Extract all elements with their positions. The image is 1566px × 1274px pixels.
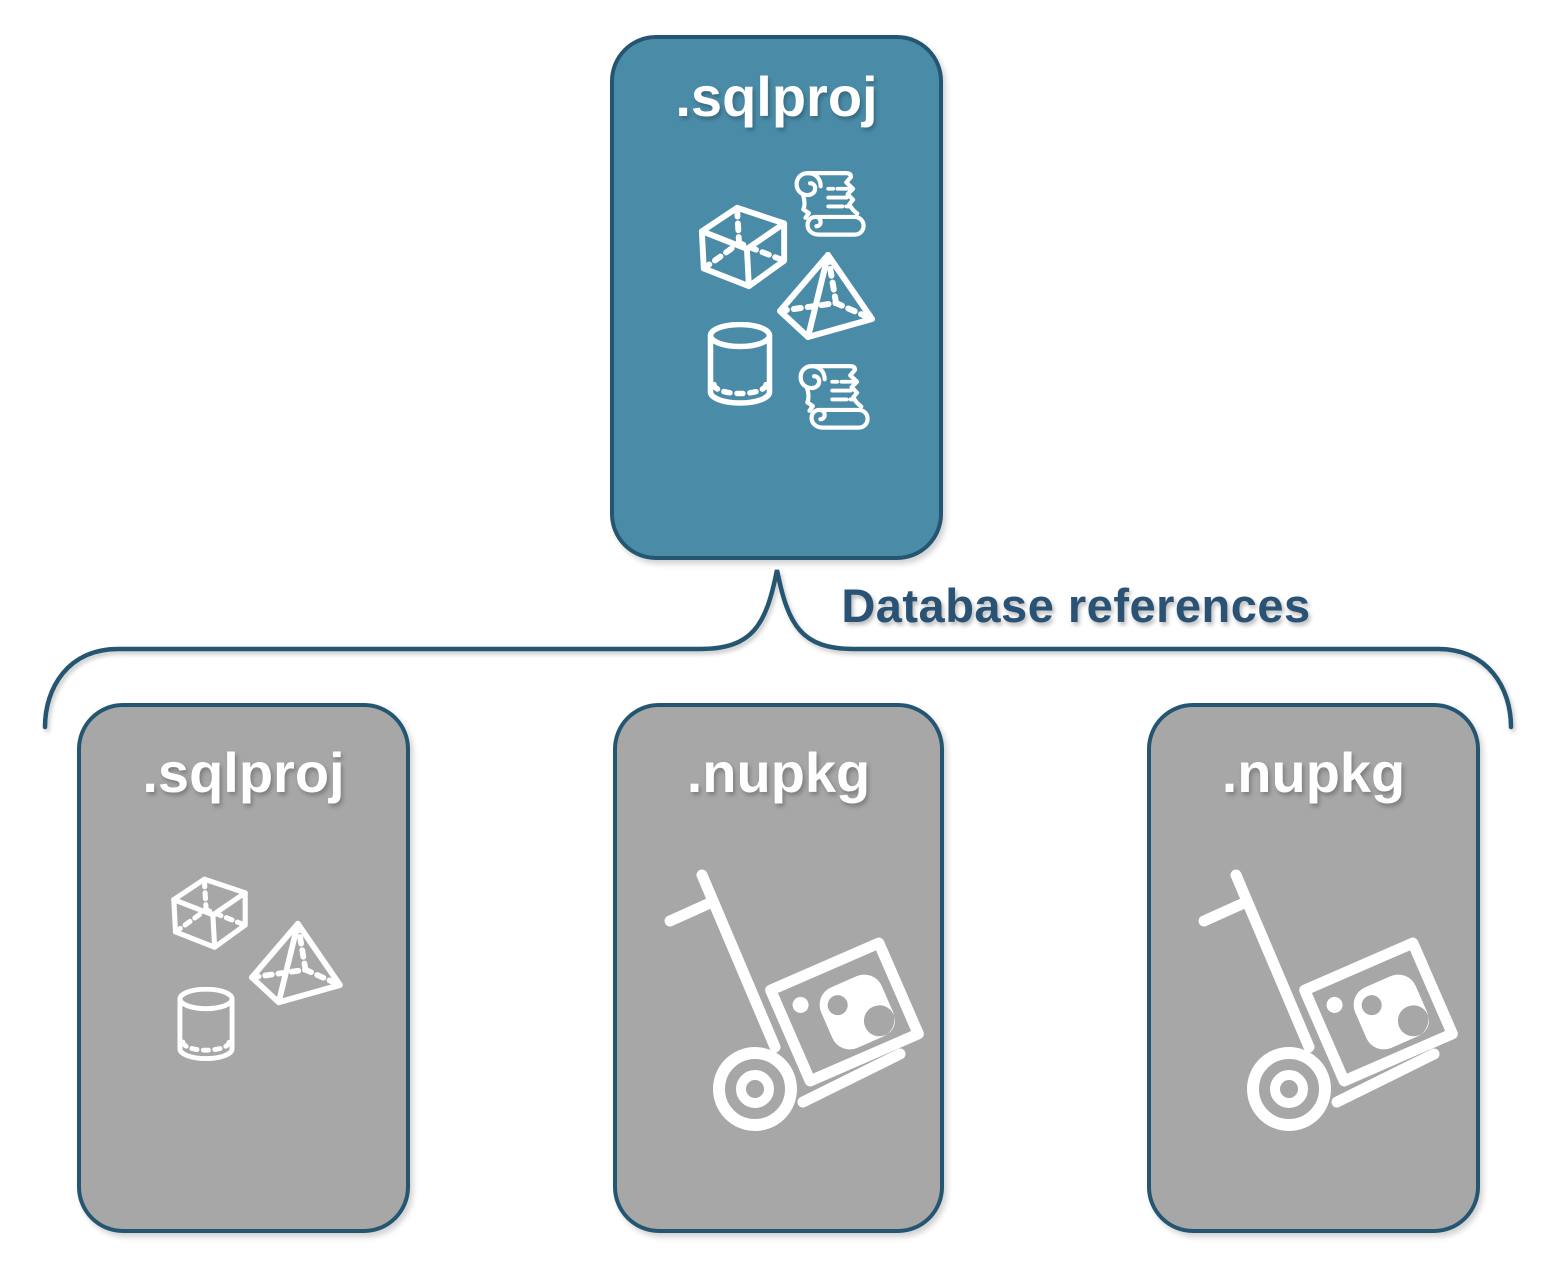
child-box-nupkg: .nupkg (1147, 703, 1480, 1233)
sql-script-icon (796, 359, 876, 439)
child-box-sqlproj: .sqlproj (77, 703, 410, 1233)
child-box-nupkg: .nupkg (613, 703, 944, 1233)
connector-label: Database references (841, 579, 1311, 632)
nuget-package-handtruck-icon (660, 864, 925, 1136)
pyramid-icon (244, 919, 344, 1009)
root-box-sqlproj: .sqlproj (610, 35, 943, 560)
database-cylinder-icon (704, 322, 776, 408)
sql-script-icon (792, 166, 872, 246)
pyramid-icon (772, 250, 876, 344)
cube-icon (167, 869, 252, 954)
root-box-title: .sqlproj (675, 65, 878, 128)
database-cylinder-icon (174, 987, 238, 1063)
nuget-package-handtruck-icon (1194, 864, 1459, 1136)
child-box-title: .nupkg (1221, 741, 1406, 804)
child-box-title: .sqlproj (142, 741, 345, 804)
child-box-title: .nupkg (686, 741, 871, 804)
